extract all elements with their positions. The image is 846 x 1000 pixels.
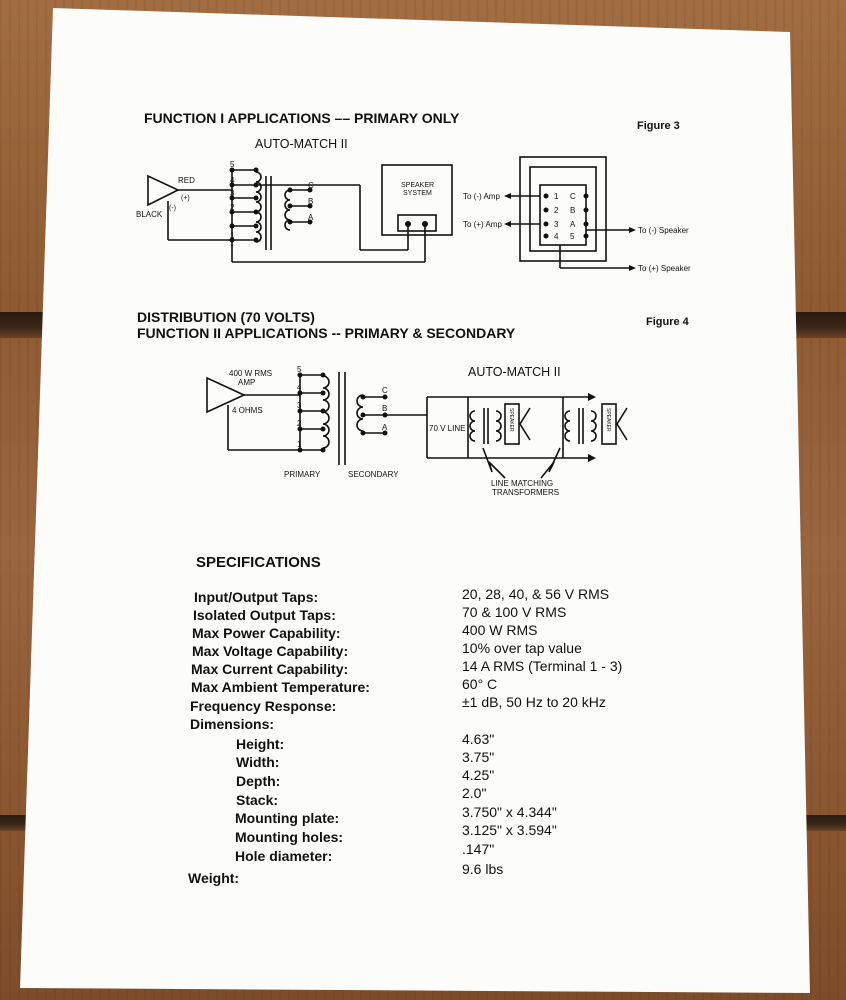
spec-value: 14 A RMS (Terminal 1 - 3) (462, 658, 623, 674)
specifications-title: SPECIFICATIONS (196, 554, 321, 571)
spec-label: Depth: (236, 773, 281, 789)
svg-text:C: C (570, 192, 576, 201)
section2-title-line2: FUNCTION II APPLICATIONS -- PRIMARY & SE… (137, 325, 516, 341)
svg-text:2: 2 (554, 206, 559, 215)
spec-label: Max Ambient Temperature: (191, 679, 370, 695)
svg-text:B: B (308, 197, 313, 206)
secondary-label: SECONDARY (348, 470, 399, 479)
primary-label: PRIMARY (284, 470, 321, 479)
spec-value: 9.6 lbs (462, 861, 504, 877)
spec-value: 20, 28, 40, & 56 V RMS (462, 586, 610, 602)
spec-label: Height: (236, 736, 285, 752)
svg-text:TRANSFORMERS: TRANSFORMERS (492, 488, 559, 497)
svg-text:C: C (382, 386, 388, 395)
svg-text:B: B (382, 404, 387, 413)
amp-label: 400 W RMS (229, 369, 272, 378)
spec-label: Max Voltage Capability: (192, 643, 349, 659)
spec-value: 70 & 100 V RMS (462, 604, 567, 620)
spec-value: 3.125" x 3.594" (462, 822, 557, 838)
svg-text:+: + (405, 221, 409, 228)
spec-label: Weight: (188, 870, 240, 886)
svg-text:SYSTEM: SYSTEM (403, 190, 432, 197)
svg-text:SPEAKER: SPEAKER (605, 408, 611, 432)
spec-label: Frequency Response: (190, 698, 337, 714)
to-pos-speaker-label: To (+) Speaker (638, 264, 691, 273)
speaker-system-box (381, 164, 453, 236)
spec-label: Width: (236, 754, 280, 770)
to-neg-amp-label: To (-) Amp (463, 192, 500, 201)
spec-value: 2.0" (462, 785, 487, 801)
to-pos-amp-label: To (+) Amp (463, 220, 502, 229)
figure3-label: Figure 3 (637, 120, 680, 132)
plus-label: (+) (181, 195, 190, 202)
device-label: AUTO-MATCH II (468, 365, 561, 379)
spec-sheet-paper (20, 8, 810, 993)
red-label: RED (178, 176, 195, 185)
svg-text:5: 5 (297, 365, 302, 374)
minus-label: (-) (169, 205, 176, 212)
spec-label: Dimensions: (190, 716, 275, 732)
spec-label: Hole diameter: (235, 848, 333, 864)
svg-text:5: 5 (230, 160, 235, 169)
svg-text:1: 1 (297, 440, 302, 449)
spec-label: Stack: (236, 792, 279, 808)
line-label: 70 V LINE (429, 424, 465, 433)
device-label: AUTO-MATCH II (255, 137, 348, 151)
terminal-block (519, 156, 607, 262)
svg-text:5: 5 (570, 232, 575, 241)
spec-label: Mounting holes: (235, 829, 344, 845)
svg-text:1: 1 (554, 192, 559, 201)
svg-text:3: 3 (554, 220, 559, 229)
speaker-system-label: SPEAKER (401, 182, 434, 189)
black-label: BLACK (136, 210, 163, 219)
spec-value: 3.750" x 4.344" (462, 804, 557, 820)
svg-text:A: A (570, 220, 576, 229)
amplifier-symbol (147, 174, 180, 207)
svg-text:3: 3 (230, 189, 235, 198)
section1-title: FUNCTION I APPLICATIONS –– PRIMARY ONLY (144, 110, 460, 126)
figure4-label: Figure 4 (646, 316, 689, 328)
spec-label: Max Power Capability: (192, 625, 341, 641)
svg-text:4: 4 (230, 176, 235, 185)
spec-label: Isolated Output Taps: (193, 607, 336, 623)
svg-text:3: 3 (297, 401, 302, 410)
spec-value: 3.75" (462, 749, 495, 765)
amplifier-symbol (206, 376, 246, 414)
svg-text:B: B (570, 206, 575, 215)
to-neg-speaker-label: To (-) Speaker (638, 226, 689, 235)
svg-text:4: 4 (554, 232, 559, 241)
svg-text:4: 4 (297, 383, 302, 392)
ohms-label: 4 OHMS (232, 406, 263, 415)
svg-text:1: 1 (230, 231, 235, 240)
spec-value: .147" (462, 841, 495, 857)
spec-value: 4.63" (462, 731, 495, 747)
svg-text:–: – (422, 221, 426, 228)
speaker-symbol (601, 403, 617, 445)
section2-title-line1: DISTRIBUTION (70 VOLTS) (137, 309, 315, 325)
spec-value: 60° C (462, 676, 498, 692)
spec-label: Max Current Capability: (191, 661, 349, 677)
svg-text:AMP: AMP (238, 378, 255, 387)
speaker-symbol (504, 403, 520, 445)
spec-value: ±1 dB, 50 Hz to 20 kHz (462, 694, 606, 710)
transformers-label: LINE MATCHING (491, 479, 553, 488)
svg-text:C: C (308, 181, 314, 190)
svg-text:SPEAKER: SPEAKER (508, 408, 514, 432)
svg-text:2: 2 (297, 419, 302, 428)
spec-label: Mounting plate: (235, 810, 340, 826)
spec-value: 10% over tap value (462, 640, 582, 656)
svg-text:A: A (382, 423, 388, 432)
spec-label: Input/Output Taps: (194, 589, 319, 605)
spec-value: 400 W RMS (462, 622, 538, 638)
svg-text:2: 2 (230, 203, 235, 212)
spec-value: 4.25" (462, 767, 495, 783)
svg-text:A: A (308, 213, 314, 222)
